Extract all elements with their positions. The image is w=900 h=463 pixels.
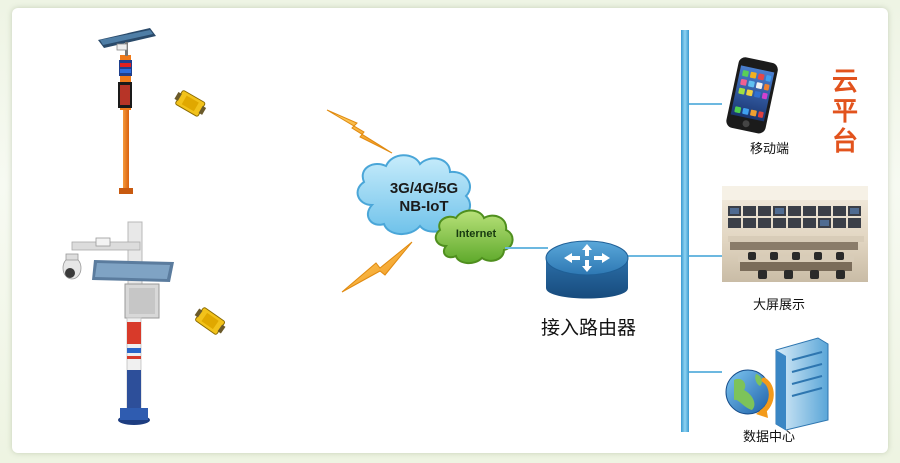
cloud-platform-title-char: 台 <box>831 126 858 156</box>
big-screen-control-room-image <box>722 186 868 282</box>
router-icon <box>545 240 629 299</box>
nbiot-label: NB-IoT <box>399 198 449 215</box>
mobile-network-cloud <box>356 154 471 235</box>
wireless-sensor-icon <box>194 307 226 335</box>
wireless-signal-bolt-icon <box>341 241 413 293</box>
internet-label: Internet <box>455 228 497 240</box>
internet-cloud <box>434 209 514 264</box>
data-center-icon <box>725 337 829 431</box>
data-center-label: 数据中心 <box>743 429 796 444</box>
mobile-terminal-label: 移动端 <box>750 141 790 156</box>
cloud-platform-title-char: 平 <box>831 96 858 126</box>
big-screen-label: 大屏展示 <box>753 297 806 312</box>
cloud-platform-title: 云 平 台 <box>830 66 860 156</box>
network-generation-label: 3G/4G/5G <box>389 180 459 197</box>
cloud-platform-title-char: 云 <box>831 66 858 96</box>
smartphone-icon <box>726 57 778 134</box>
wireless-signal-bolt-icon <box>326 109 393 154</box>
camera-monitoring-pole <box>62 221 174 425</box>
wireless-sensor-icon <box>174 90 207 117</box>
network-bus <box>681 30 689 432</box>
solar-monitoring-pole <box>98 28 156 194</box>
router-label: 接入路由器 <box>541 318 637 339</box>
